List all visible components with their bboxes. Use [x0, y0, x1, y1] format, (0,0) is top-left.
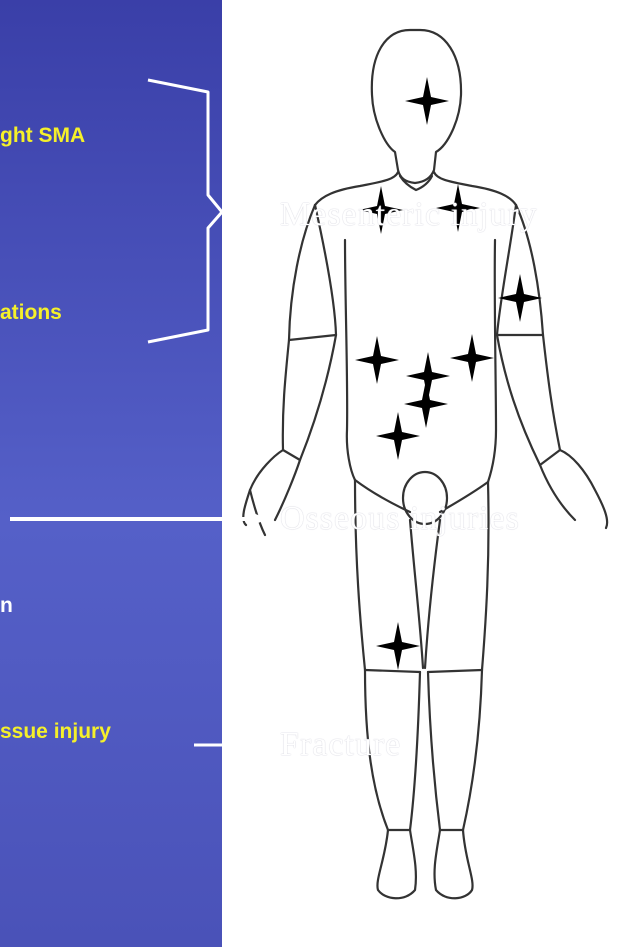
bracket-icon [148, 80, 222, 342]
arrow-icon-small [194, 739, 262, 751]
star-marker-icon [404, 380, 448, 428]
star-markers [355, 77, 542, 670]
star-marker-icon [376, 412, 420, 460]
overlay-label-mesenteric: Mesenteric injury [280, 196, 620, 234]
star-marker-icon [355, 336, 399, 384]
star-marker-icon [376, 622, 420, 670]
arrow-icon [10, 511, 268, 527]
human-figure-icon [243, 30, 607, 898]
overlay-label-fracture: Fracture [280, 726, 530, 764]
star-marker-icon [450, 334, 494, 382]
star-marker-icon [405, 77, 449, 125]
overlay-label-osseous: Osseous injuries [280, 500, 626, 538]
